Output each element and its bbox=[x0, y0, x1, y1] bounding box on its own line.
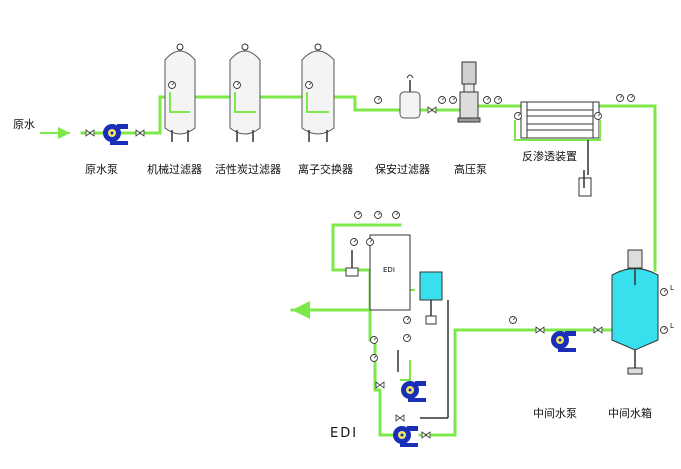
pump-icon bbox=[551, 331, 576, 352]
pressure-gauge-icon bbox=[350, 238, 358, 246]
pressure-gauge-icon bbox=[627, 94, 635, 102]
high-pressure-pump-label: 高压泵 bbox=[454, 162, 487, 176]
valve-icon bbox=[395, 414, 405, 422]
valve-icon bbox=[535, 326, 545, 334]
tank-level-mark: L bbox=[670, 322, 674, 330]
edi-pump-upper bbox=[401, 381, 426, 402]
security-filter bbox=[399, 74, 421, 119]
ro-unit bbox=[514, 101, 602, 197]
pressure-gauge-icon bbox=[509, 316, 517, 324]
pump-icon bbox=[401, 381, 426, 402]
edi-unit: EDI bbox=[345, 211, 449, 422]
ion-exchanger-label: 离子交换器 bbox=[298, 162, 353, 176]
pressure-gauge-icon bbox=[403, 316, 411, 324]
raw-water-pump-label: 原水泵 bbox=[85, 163, 118, 176]
pressure-gauge-icon bbox=[366, 238, 374, 246]
edi-label: EDI bbox=[330, 426, 358, 441]
pressure-gauge-icon bbox=[438, 96, 446, 104]
pressure-gauge-icon bbox=[233, 81, 241, 89]
ion-exchanger bbox=[301, 43, 335, 142]
pressure-gauge-icon bbox=[370, 354, 378, 362]
main-pipeline bbox=[40, 95, 657, 437]
pressure-gauge-icon bbox=[392, 211, 400, 219]
pump-icon bbox=[393, 426, 418, 447]
valve-icon bbox=[421, 431, 431, 439]
tank-level-mark: L bbox=[670, 284, 674, 292]
intermediate-tank-label: 中间水箱 bbox=[608, 406, 652, 420]
pressure-gauge-icon bbox=[449, 96, 457, 104]
valve-icon bbox=[135, 129, 145, 137]
raw-water-label: 原水 bbox=[13, 118, 35, 131]
pressure-gauge-icon bbox=[370, 336, 378, 344]
activated-carbon-filter-label: 活性炭过滤器 bbox=[215, 162, 281, 176]
inlet-valve-icon bbox=[85, 129, 95, 137]
intermediate-tank: L L bbox=[611, 249, 674, 375]
mechanical-filter bbox=[164, 43, 196, 142]
valve-icon bbox=[427, 106, 437, 114]
ro-unit-label: 反渗透装置 bbox=[522, 149, 577, 163]
edi-pump-lower bbox=[393, 426, 418, 447]
pressure-gauge-icon bbox=[660, 288, 668, 296]
high-pressure-pump bbox=[457, 61, 481, 123]
security-filter-label: 保安过滤器 bbox=[375, 162, 430, 176]
pressure-gauge-icon bbox=[374, 211, 382, 219]
mechanical-filter-label: 机械过滤器 bbox=[147, 162, 202, 176]
valve-icon bbox=[375, 381, 385, 389]
pressure-gauge-icon bbox=[374, 96, 382, 104]
pressure-gauge-icon bbox=[594, 112, 602, 120]
valve-icon bbox=[593, 326, 603, 334]
edi-inner-label: EDI bbox=[383, 266, 395, 274]
intermediate-pump-label: 中间水泵 bbox=[533, 407, 577, 420]
pressure-gauge-icon bbox=[354, 211, 362, 219]
pressure-gauge-icon bbox=[483, 96, 491, 104]
activated-carbon-filter bbox=[229, 43, 261, 142]
pressure-gauge-icon bbox=[403, 334, 411, 342]
intermediate-pump bbox=[551, 331, 576, 352]
pressure-gauge-icon bbox=[305, 81, 313, 89]
pressure-gauge-icon bbox=[660, 326, 668, 334]
pressure-gauge-icon bbox=[494, 96, 502, 104]
pressure-gauge-icon bbox=[514, 112, 522, 120]
pressure-gauge-icon bbox=[616, 94, 624, 102]
pressure-gauge-icon bbox=[168, 81, 176, 89]
